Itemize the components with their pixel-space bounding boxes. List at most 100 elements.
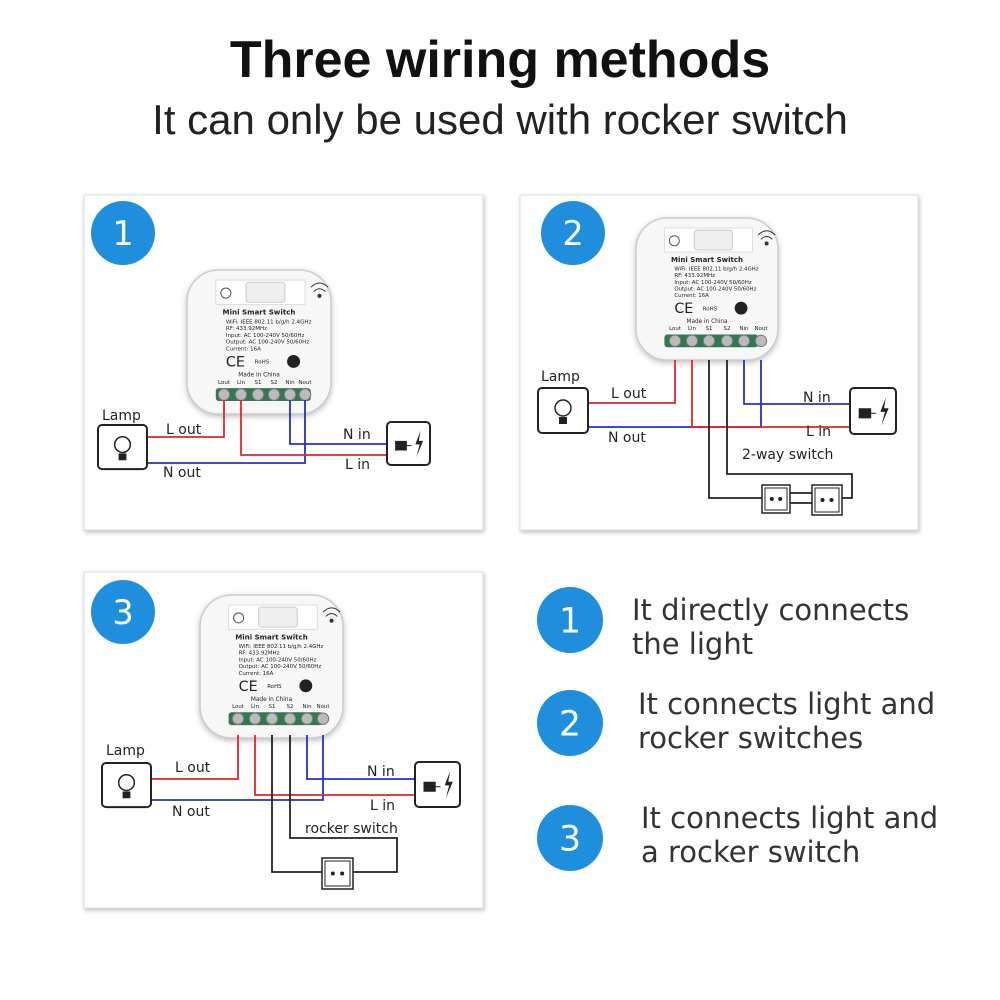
switch-inner [814,487,840,513]
n-in-wire [743,360,850,405]
legend-line: It connects light and [641,801,939,835]
l-in-label: L in [370,798,395,814]
legend-line: rocker switches [638,721,864,755]
terminal-label: S1 [255,380,262,386]
panel-1-badge-number: 1 [112,214,133,253]
l-in-wire [254,735,415,796]
l-out-wire [151,735,239,780]
s2-wire [726,360,853,499]
device-spec: WiFi: IEEE 802.11 b/g/h 2.4GHz [239,644,324,650]
lamp-label: Lamp [102,408,141,424]
device-spec: Input: AC 100-240V 50/60Hz [226,333,305,339]
wifi-icon [310,282,329,292]
ce-mark: CE [226,354,245,370]
lamp-label: Lamp [106,743,145,759]
panel-1-badge [91,201,155,265]
rohs-mark: RoHS [255,360,270,366]
lamp-label: Lamp [541,369,580,385]
wifi-indicator-icon [764,241,769,246]
legend-badge-3-number: 3 [559,820,581,860]
rohs-mark: RoHS [703,306,718,312]
n-out-wire [151,735,324,801]
page-subtitle: It can only be used with rocker switch [152,96,848,143]
button-window [258,606,298,628]
bulb-base [559,417,567,424]
terminal-label: S2 [724,326,731,332]
device-spec: Output: AC 100-240V 50/60Hz [239,664,322,670]
terminal-label: Lin [251,704,259,710]
legend-badge-3 [537,805,603,871]
n-in-label: N in [367,764,395,780]
n-out-label: N out [608,430,646,446]
legend-line: It directly connects [632,593,910,627]
panel-3-badge-number: 3 [112,593,133,632]
legend-line: the light [632,627,754,661]
device-spec: Output: AC 100-240V 50/60Hz [674,287,756,293]
terminal-screw [251,388,265,401]
legend-line: a rocker switch [641,835,861,869]
switch-contact [829,498,834,502]
device-spec: Input: AC 100-240V 50/60Hz [239,657,317,663]
device-spec: RF: 433.92MHz [226,326,267,332]
rohs-mark: RoHS [267,684,282,690]
terminal-screw [217,388,231,401]
device-spec: Current: 16A [226,346,261,352]
terminal-label: Nin [302,704,311,710]
page-title: Three wiring methods [229,31,771,89]
wifi-logo-icon [299,679,313,693]
terminal-label: Nin [285,380,295,386]
terminal-label: S2 [287,704,294,710]
device-name: Mini Smart Switch [671,255,743,264]
switch-contact [340,871,345,876]
lamp-box [101,762,152,809]
terminal-label: Nout [755,326,768,332]
terminal-screw [267,388,281,401]
device-spec: WiFi: IEEE 802.11 b/g/h 2.4GHz [674,267,758,273]
lamp-box [97,424,148,471]
terminal-label: Nout [316,704,329,710]
device-spec: RF: 433.92MHz [674,273,715,279]
panel-2-badge [541,201,605,265]
legend-badge-1 [537,587,603,653]
switch-contact [769,497,774,501]
n-in-wire [289,400,387,445]
terminal-label: S2 [271,380,278,386]
device-body [186,269,332,415]
device-name: Mini Smart Switch [235,632,308,641]
terminal-screw [316,712,330,725]
terminal-screw [298,388,312,401]
wifi-logo-icon [734,301,748,315]
plug-icon [395,440,412,451]
l-out-wire [147,400,225,438]
lightning-icon [444,771,453,799]
power-source-box [414,761,461,808]
legend-badge-1-number: 1 [559,602,581,642]
switch-box [761,484,791,514]
l-in-wire [240,400,387,456]
power-source-box [386,421,431,466]
device-spec: Current: 16A [239,671,274,677]
plug-icon [423,781,441,792]
l-out-label: L out [166,422,202,438]
terminal-screw [754,334,768,348]
terminal-screw [248,712,262,725]
device-spec: Input: AC 100-240V 50/60Hz [674,280,752,286]
terminal-screw [283,712,297,725]
terminal-screw [231,712,245,725]
wifi-logo-icon [287,354,301,368]
button-window [693,229,734,251]
terminal-screw [720,334,734,348]
s1-wire [271,735,322,873]
legend-badge-2-number: 2 [559,705,581,745]
terminal-label: Lin [237,380,246,386]
light-icon [233,612,245,624]
terminal-label: Nin [740,326,749,332]
ce-mark: CE [239,679,258,695]
l-out-label: L out [611,386,647,402]
bulb-base [122,791,131,799]
terminal-label: Lout [218,380,231,386]
